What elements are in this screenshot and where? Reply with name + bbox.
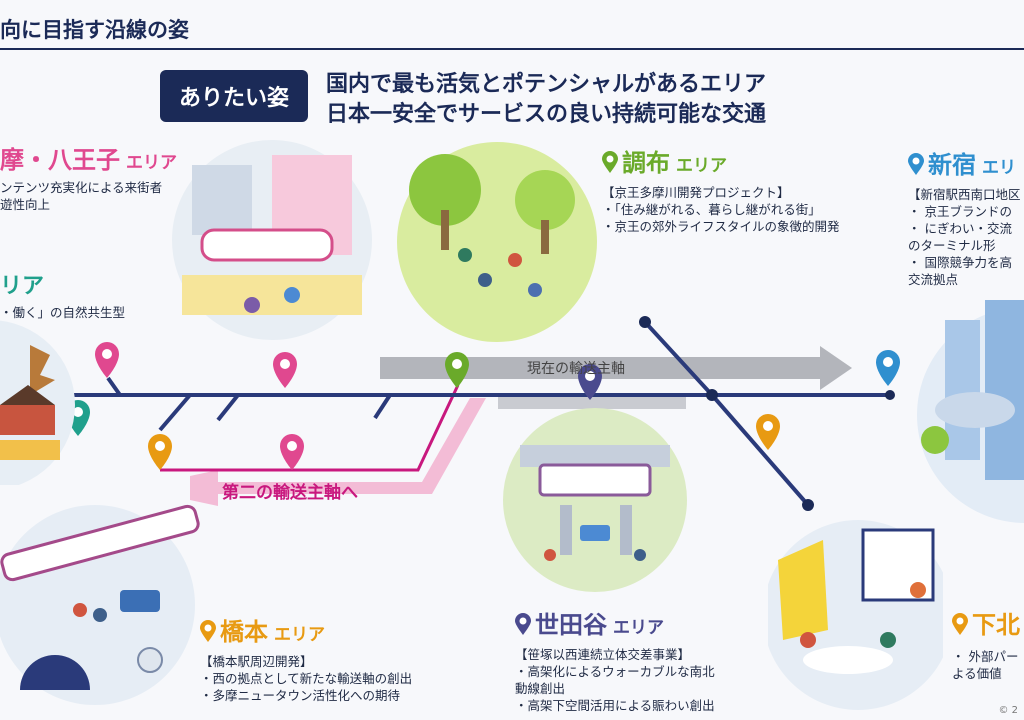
map-pin-icon [602, 151, 618, 173]
spur-line [216, 393, 240, 422]
area-name: 世田谷 [535, 611, 607, 639]
page-title: 向に目指す沿線の姿 [0, 18, 189, 42]
area-hashimoto: 橋本エリア 【橋本駅周辺開発】 ・西の拠点として新たな輸送軸の創出 ・多摩ニュー… [200, 612, 412, 704]
area-suffix: エリ [982, 158, 1016, 178]
area-title: 調布エリア [602, 143, 840, 178]
hachioji-illustration [172, 140, 372, 340]
area-suffix: エリア [676, 156, 727, 176]
area-bullet: ・多摩ニュータウン活性化への期待 [200, 688, 401, 703]
branch-line-upper [643, 320, 714, 397]
second-axis-label: 第二の輸送主軸へ [222, 483, 358, 503]
second-axis-line [160, 384, 460, 472]
area-title: 下北 [952, 605, 1020, 640]
area-bullet: ・京王の郊外ライフスタイルの象徴的開発 [602, 219, 840, 234]
area-suffix: エリア [613, 618, 664, 638]
vision-line-1: 国内で最も活気とポテンシャルがあるエリア [326, 72, 767, 97]
area-bullet: 動線創出 [515, 681, 566, 696]
area-bullet: ・西の拠点として新たな輸送軸の創出 [200, 671, 413, 686]
area-project: 【笹塚以西連続立体交差事業】 [515, 647, 691, 662]
area-takao: リア ・働く」の自然共生型 [0, 268, 125, 321]
area-bullet: ・ にぎわい・交流 [908, 221, 1012, 236]
area-title: 橋本エリア [200, 612, 412, 647]
area-bullet: 交流拠点 [908, 272, 959, 287]
area-bullet: よる価値 [952, 666, 1002, 681]
area-bullet: ・ 京王ブランドの [908, 204, 1012, 219]
vision-badge: ありたい姿 [160, 70, 308, 122]
area-bullet: ・「住み継がれる、暮らし継がれる街」 [602, 202, 821, 217]
vision-line-2: 日本一安全でサービスの良い持続可能な交通 [326, 102, 767, 127]
area-bullet: ンテンツ充実化による来街者 [0, 180, 163, 195]
terminal-node [802, 499, 814, 511]
area-title: 摩・八王子エリア [0, 140, 177, 175]
map-pin-icon [908, 153, 924, 175]
map-pin-icon [273, 352, 297, 388]
terminal-node [639, 316, 651, 328]
map-pin-icon [445, 352, 469, 388]
area-name: 摩・八王子 [0, 146, 120, 174]
map-pin-icon [876, 350, 900, 386]
setagaya-illustration [503, 408, 687, 592]
area-tama-hachioji: 摩・八王子エリア ンテンツ充実化による来街者 遊性向上 [0, 140, 177, 213]
chofu-illustration [397, 142, 597, 342]
area-bullet: ・ 外部パー [952, 649, 1019, 664]
terminal-node [885, 390, 895, 400]
area-bullet: ・働く」の自然共生型 [0, 305, 126, 320]
map-pin-icon [515, 613, 531, 635]
area-bullet: ・高架化によるウォーカブルな南北 [515, 664, 715, 679]
map-pin-icon [95, 342, 119, 378]
spur-line [158, 393, 192, 432]
second-axis-arrow [190, 398, 486, 506]
area-project: 【橋本駅周辺開発】 [200, 654, 313, 669]
area-project: 【新宿駅西南口地区 [908, 187, 1021, 202]
spur-line [373, 393, 392, 420]
area-shinjuku: 新宿エリ 【新宿駅西南口地区 ・ 京王ブランドの ・ にぎわい・交流 のターミナ… [908, 145, 1021, 288]
area-name: 橋本 [220, 618, 268, 646]
branch-line-lower [710, 393, 810, 507]
area-bullet: 遊性向上 [0, 197, 51, 212]
area-name: 新宿 [928, 151, 976, 179]
takao-illustration [0, 320, 75, 485]
map-pin-icon [148, 434, 172, 470]
title-divider [0, 48, 1024, 50]
current-axis-label: 現在の輸送主軸 [527, 361, 625, 377]
area-shimokitazawa: 下北 ・ 外部パー よる価値 [952, 605, 1020, 682]
current-axis-arrow [380, 346, 852, 390]
area-project: 【京王多摩川開発プロジェクト】 [602, 185, 790, 200]
map-pin-icon [756, 414, 780, 450]
area-title: 世田谷エリア [515, 605, 715, 640]
map-pin-icon [952, 613, 968, 635]
area-bullet: のターミナル形 [908, 238, 996, 253]
copyright-text: © 2 [998, 705, 1018, 716]
map-pin-icon [578, 364, 602, 400]
area-bullet: ・高架下空間活用による賑わい創出 [515, 698, 715, 713]
junction-node [706, 389, 718, 401]
area-name: 下北 [972, 611, 1020, 639]
spur-line [106, 376, 122, 397]
area-bullet: ・ 国際競争力を高 [908, 255, 1012, 270]
area-suffix: エリア [126, 153, 177, 173]
area-setagaya: 世田谷エリア 【笹塚以西連続立体交差事業】 ・高架化によるウォーカブルな南北 動… [515, 605, 715, 714]
map-pin-icon [280, 434, 304, 470]
shimokita-illustration [768, 520, 943, 710]
area-name: 調布 [622, 149, 670, 177]
current-axis-band [498, 395, 686, 409]
shinjuku-illustration [917, 300, 1024, 523]
hashimoto-illustration [0, 504, 200, 705]
area-suffix: エリア [274, 625, 325, 645]
area-chofu: 調布エリア 【京王多摩川開発プロジェクト】 ・「住み継がれる、暮らし継がれる街」… [602, 143, 840, 235]
map-pin-icon [200, 620, 216, 642]
area-title: 新宿エリ [908, 145, 1021, 180]
area-name: リア [0, 274, 45, 299]
